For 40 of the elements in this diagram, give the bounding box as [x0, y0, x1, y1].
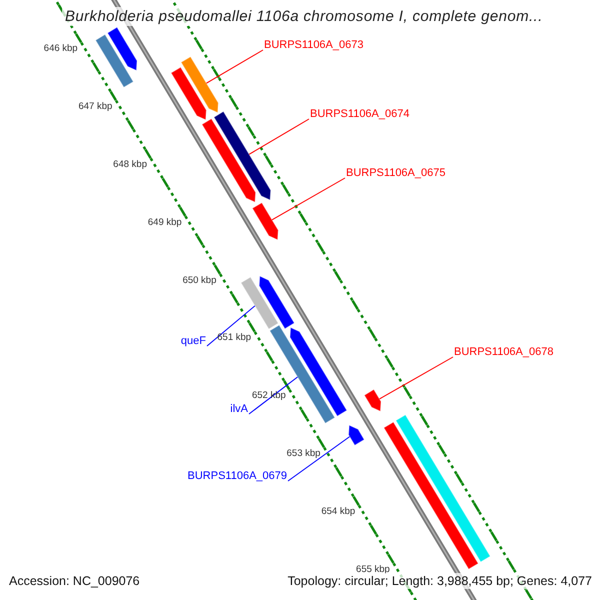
gene-feature [213, 110, 272, 201]
gene-label: BURPS1106A_0679 [188, 470, 287, 483]
leader-line [206, 305, 256, 346]
tick-label: 654 kbp [321, 506, 356, 517]
tick-label: 648 kbp [113, 158, 147, 170]
tick-label: 651 kbp [217, 332, 252, 344]
gene-feature [364, 388, 382, 412]
tick-label: 646 kbp [44, 43, 78, 54]
gene-feature [170, 66, 207, 121]
gene-feature [348, 424, 365, 446]
gene-feature [201, 118, 256, 203]
leader-line [272, 178, 346, 220]
leader-line [379, 356, 454, 400]
leader-line [206, 50, 264, 84]
gene-label: ilvA [230, 403, 248, 416]
gene-label: BURPS1106A_0678 [454, 346, 554, 359]
gene-label: queF [180, 335, 206, 348]
gene-feature [180, 56, 219, 114]
gene-feature [106, 26, 138, 72]
gene-label: BURPS1106A_0673 [264, 39, 364, 52]
gene-feature [290, 326, 348, 417]
tick-label: 652 kbp [252, 390, 286, 402]
gene-label: BURPS1106A_0675 [346, 167, 446, 180]
tick-label: 655 kbp [356, 564, 390, 575]
tick-label: 650 kbp [182, 274, 216, 286]
tick-label: 653 kbp [286, 448, 320, 460]
gene-feature [258, 275, 295, 330]
accession-text: Accession: NC_009076 [7, 573, 142, 589]
leader-line [248, 118, 310, 155]
gene-feature [94, 34, 134, 88]
gene-label: BURPS1106A_0674 [310, 108, 410, 121]
gene-feature [240, 276, 279, 330]
gene-feature [269, 324, 336, 424]
genome-info-text: Topology: circular; Length: 3,988,455 bp; Genes: 4,077 [286, 573, 594, 589]
tick-label: 649 kbp [148, 216, 182, 228]
tick-label: 647 kbp [78, 100, 112, 112]
gene-feature [252, 202, 279, 241]
gene-feature [395, 414, 491, 563]
leader-line [248, 376, 298, 414]
leader-line [288, 436, 350, 482]
